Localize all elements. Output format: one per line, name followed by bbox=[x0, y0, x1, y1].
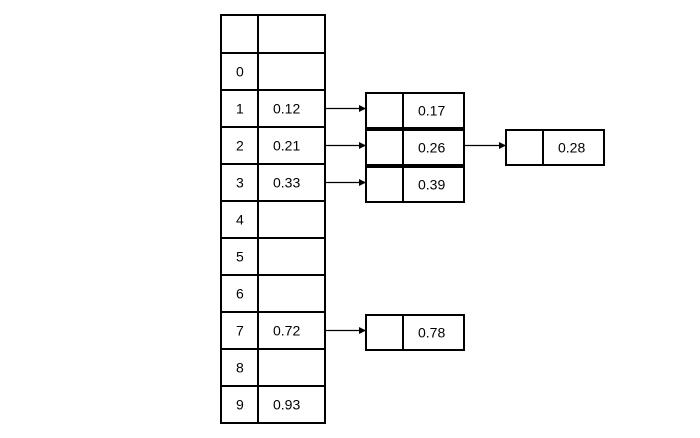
bucket-value-cell bbox=[257, 237, 326, 276]
bucket-index-label: 9 bbox=[236, 397, 244, 413]
bucket-row: 8 bbox=[220, 348, 326, 387]
bucket-row: 6 bbox=[220, 274, 326, 313]
bucket-value-cell bbox=[257, 14, 326, 54]
bucket-index-label: 0 bbox=[236, 64, 244, 80]
chain-node-pointer-cell bbox=[365, 129, 404, 166]
bucket-index-label: 3 bbox=[236, 175, 244, 191]
chain-node-value-cell bbox=[542, 129, 605, 166]
bucket-index-label: 7 bbox=[236, 323, 244, 339]
bucket-index-label: 4 bbox=[236, 212, 244, 228]
bucket-row: 4 bbox=[220, 200, 326, 239]
bucket-value-label: 0.93 bbox=[273, 397, 300, 413]
chain-node-value-cell bbox=[402, 129, 465, 166]
bucket-value-cell bbox=[257, 274, 326, 313]
chain-node-value-label: 0.39 bbox=[418, 177, 445, 193]
chain-node-value-cell bbox=[402, 92, 465, 129]
chain-node-pointer-cell bbox=[365, 166, 404, 203]
bucket-value-label: 0.72 bbox=[273, 323, 300, 339]
bucket-index-label: 1 bbox=[236, 101, 244, 117]
chain-node-pointer-cell bbox=[505, 129, 544, 166]
bucket-row: 0 bbox=[220, 52, 326, 91]
bucket-index-label: 6 bbox=[236, 286, 244, 302]
bucket-value-cell bbox=[257, 385, 326, 424]
bucket-header-row bbox=[220, 14, 326, 54]
chain-node-value-label: 0.26 bbox=[418, 140, 445, 156]
bucket-value-label: 0.33 bbox=[273, 175, 300, 191]
chain-node-value-label: 0.78 bbox=[418, 325, 445, 341]
chain-node-pointer-cell bbox=[365, 92, 404, 129]
chain-node: 0.26 bbox=[365, 129, 465, 166]
bucket-index-cell bbox=[220, 14, 259, 54]
bucket-value-label: 0.12 bbox=[273, 101, 300, 117]
chain-node: 0.78 bbox=[365, 314, 465, 351]
chain-node: 0.28 bbox=[505, 129, 605, 166]
bucket-index-label: 8 bbox=[236, 360, 244, 376]
bucket-index-label: 2 bbox=[236, 138, 244, 154]
chain-node-pointer-cell bbox=[365, 314, 404, 351]
bucket-value-label: 0.21 bbox=[273, 138, 300, 154]
bucket-value-cell bbox=[257, 52, 326, 91]
chain-node-value-cell bbox=[402, 314, 465, 351]
bucket-value-cell bbox=[257, 348, 326, 387]
chain-node-value-label: 0.28 bbox=[558, 140, 585, 156]
chain-node-value-label: 0.17 bbox=[418, 103, 445, 119]
chain-node-value-cell bbox=[402, 166, 465, 203]
linked-list-chains: 0.17 0.26 0.28 0.39 0.78 bbox=[325, 92, 605, 351]
chain-node: 0.39 bbox=[365, 166, 465, 203]
bucket-index-label: 5 bbox=[236, 249, 244, 265]
chain-node: 0.17 bbox=[365, 92, 465, 129]
bucket-row: 5 bbox=[220, 237, 326, 276]
bucket-value-cell bbox=[257, 200, 326, 239]
